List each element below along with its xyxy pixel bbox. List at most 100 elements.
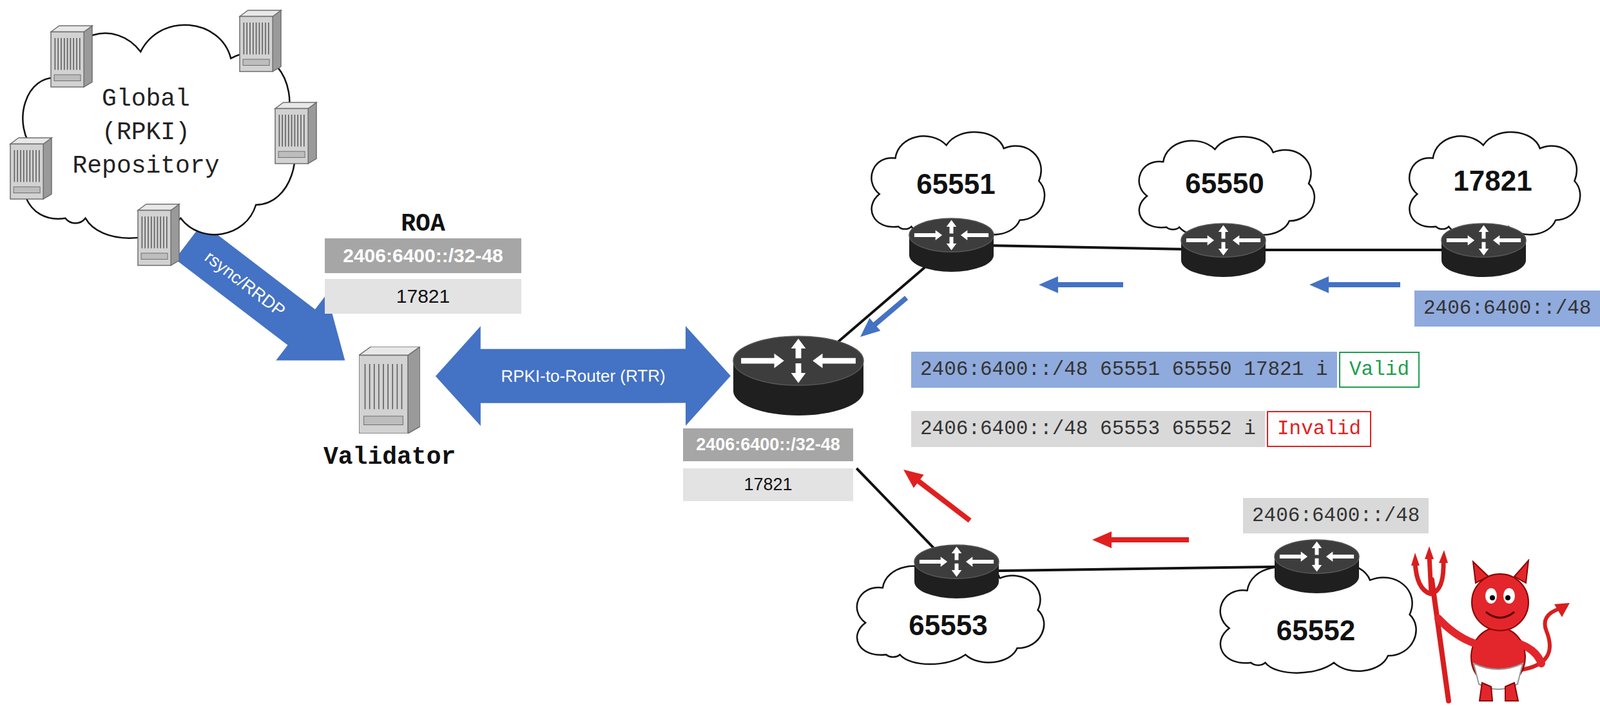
server-vent <box>166 216 168 249</box>
devil-arm <box>1520 644 1542 664</box>
server-vent <box>147 216 149 249</box>
server-vent <box>369 364 371 410</box>
repository-cloud: Global (RPKI) Repository <box>5 5 307 245</box>
server-top <box>10 137 52 145</box>
server-side <box>170 204 180 266</box>
as-number: 65551 <box>916 168 995 201</box>
cloud-shape <box>1409 132 1581 237</box>
edge-label: rsync/RRDP <box>201 247 290 322</box>
announce-arrow <box>855 291 913 344</box>
server-vent <box>23 150 25 182</box>
server-vent <box>288 114 290 147</box>
server-vent <box>19 150 22 182</box>
router-arrow <box>945 236 957 251</box>
vrp-prefix: 2406:6400::/32-48 <box>683 428 854 462</box>
server-vent <box>268 22 270 55</box>
router-top <box>1274 539 1360 574</box>
as-cloud: 17821 <box>1398 122 1588 240</box>
router-arrow <box>791 363 807 384</box>
router-arrow <box>812 353 856 369</box>
route-text: 2406:6400::/48 65551 65550 17821 i <box>911 351 1338 388</box>
server-top <box>239 10 281 17</box>
server-vent <box>373 364 376 410</box>
server-vent <box>154 216 156 249</box>
server-vent <box>249 22 251 55</box>
transfer-arrow <box>435 326 731 426</box>
server-top <box>50 25 93 33</box>
repository-server <box>10 137 52 200</box>
route-text: 2406:6400::/48 <box>1414 290 1600 327</box>
devil-pupil <box>1505 595 1511 601</box>
validity-badge: Valid <box>1339 351 1420 388</box>
server-vent <box>29 150 31 182</box>
announce-arrow <box>1038 276 1124 294</box>
devil-leg <box>1505 683 1519 702</box>
hijack-arrow <box>1092 531 1189 549</box>
server-vent <box>246 22 248 55</box>
prefix-announce: 2406:6400::/48 <box>1243 498 1429 534</box>
router-arrow <box>1217 241 1229 256</box>
server-vent <box>32 150 34 182</box>
router-arrow <box>951 563 962 577</box>
edge-label-holder: RPKI-to-Router (RTR) <box>500 366 666 386</box>
server-vent <box>144 216 146 249</box>
devil-diaper <box>1473 663 1523 690</box>
router-icon <box>907 217 995 274</box>
validator-node: Validator <box>323 346 456 472</box>
server-top <box>358 346 421 356</box>
devil-grin <box>1485 612 1515 618</box>
server-vent <box>150 216 153 249</box>
server-vent <box>297 114 299 147</box>
repository-server <box>275 102 317 164</box>
router-top <box>1181 223 1266 258</box>
server-vent <box>141 216 144 249</box>
router-icon <box>1273 538 1361 595</box>
router-arrow <box>913 230 942 241</box>
trident-pole <box>1431 579 1449 702</box>
router-arrow <box>951 546 962 560</box>
server-base <box>364 416 404 426</box>
as-number: 17821 <box>1453 164 1532 198</box>
server-vent <box>16 150 19 182</box>
link-line <box>991 567 1282 571</box>
server-vent <box>54 38 57 70</box>
server-vent <box>303 114 305 147</box>
router-icon <box>1179 222 1267 279</box>
server-front <box>275 108 309 165</box>
router-top <box>1441 223 1526 258</box>
server-vent <box>157 216 159 249</box>
trident-tip <box>1438 550 1448 564</box>
server-base <box>13 186 40 194</box>
repository-server <box>50 25 93 87</box>
repository-server <box>239 10 281 72</box>
router-top <box>909 218 994 252</box>
central-node: 2406:6400::/32-4817821 <box>671 335 865 502</box>
server-vent <box>243 22 245 55</box>
server-vent <box>35 150 37 182</box>
server-vent <box>163 216 165 249</box>
server-front <box>10 144 44 200</box>
router-top <box>733 336 864 386</box>
server-vent <box>392 364 394 410</box>
link-line <box>985 245 1189 250</box>
router-arrow <box>1279 551 1307 562</box>
link-line <box>1257 248 1449 252</box>
server-vent <box>382 364 385 410</box>
validator-server <box>358 346 421 434</box>
devil-arm <box>1438 618 1477 645</box>
server-vent <box>396 364 399 410</box>
transfer-arrow <box>175 223 346 361</box>
trident-tip <box>1411 552 1420 566</box>
route-text: 2406:6400::/48 <box>1243 498 1429 534</box>
server-vent <box>60 38 62 70</box>
server-vent <box>26 150 28 182</box>
trident-prong <box>1429 555 1432 595</box>
edge-label-holder: rsync/RRDP <box>201 247 290 322</box>
router-arrow <box>1445 235 1474 246</box>
devil-horn <box>1473 561 1489 584</box>
router-icon <box>913 543 1001 600</box>
router-top <box>914 545 999 579</box>
devil-eye <box>1503 588 1515 604</box>
server-vent <box>261 22 263 55</box>
server-vent <box>76 38 78 70</box>
